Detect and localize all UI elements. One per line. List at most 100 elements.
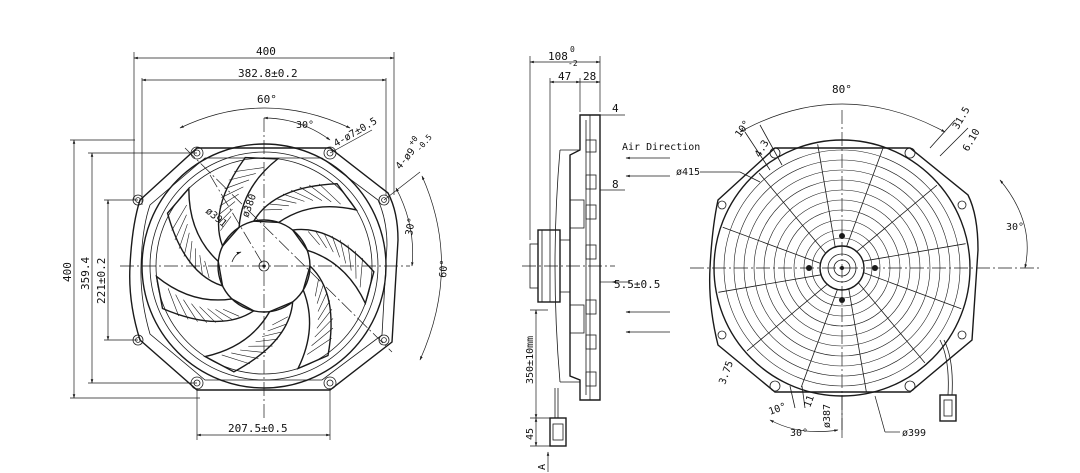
rear-dim-10-top: 10° [733, 119, 752, 140]
blade-hatch [204, 260, 210, 279]
rear-guard-spokes [718, 144, 966, 392]
dim-hole-small: 4-ø7±0.5 [332, 116, 379, 150]
rear-dim-10-bottom: 10° [767, 401, 788, 418]
guard-spoke [722, 226, 821, 264]
blade-hatch [174, 214, 187, 241]
blade-hatch [171, 204, 187, 231]
guard-ring [803, 229, 881, 307]
dim-hole-large-tol-lower: -0.5 [415, 133, 434, 154]
dim-boss: 5.5±0.5 [614, 278, 660, 291]
dim-overall-height: 400 [61, 262, 74, 282]
fan-blade [217, 156, 280, 248]
blade-hatch [282, 193, 305, 202]
guard-spoke [746, 284, 828, 352]
guard-spoke [846, 148, 884, 247]
blade-hatch [316, 309, 333, 329]
blade-hatch [199, 306, 216, 323]
rear-dim-387: ø387 [822, 404, 833, 428]
side-plug [549, 417, 567, 447]
front-view: 400 382.8±0.2 60° 30° 4-ø7±0.5 4-ø9 +0 -… [61, 45, 451, 440]
fan-blades [155, 156, 375, 373]
guard-ring [793, 219, 891, 317]
dim-depth-47: 47 [558, 70, 571, 83]
blade-hatch [167, 288, 179, 317]
blade-hatch [199, 255, 203, 275]
blade-hatch [224, 179, 250, 190]
side-view: 108 0 -2 47 28 4 8 Air Direction 5.5±0.5… [522, 45, 700, 472]
guard-spoke [858, 282, 926, 364]
fan-blade [291, 228, 375, 306]
dim-depth-tol-lower: -2 [568, 59, 578, 68]
dim-plug: 45 [525, 428, 536, 440]
blade-hatch [220, 216, 232, 231]
blade-hatch [267, 324, 286, 332]
guard-spoke [856, 184, 938, 252]
blade-hatch [222, 308, 240, 317]
blade-hatch [315, 231, 327, 249]
blade-hatch [191, 303, 207, 323]
blade-hatch [221, 186, 244, 198]
blade-hatch [234, 167, 264, 172]
rear-dim-30-bottom: 30° [790, 428, 808, 439]
blade-hatch [189, 240, 193, 264]
blade-hatch [178, 223, 188, 249]
side-frame [569, 114, 601, 401]
rear-dim-angle-top: 80° [832, 83, 852, 96]
fan-blade [296, 264, 332, 370]
rear-view: 80° ø415 10° 4.3 31.5 6.10 30° 3.75 10° … [676, 83, 1040, 439]
dim-8: 8 [612, 178, 619, 191]
marker-a: A [537, 464, 548, 470]
dim-depth-28: 28 [583, 70, 596, 83]
blade-hatch [290, 189, 314, 201]
dim-depth-tol-upper: 0 [570, 45, 575, 54]
air-direction-label: Air Direction [622, 142, 700, 153]
blade-hatch [207, 308, 225, 322]
blade-hatch [240, 349, 267, 353]
blade-hatch [359, 257, 363, 288]
dim-hole-large: 4-ø9 [394, 146, 418, 172]
rear-dim-315: 31.5 [951, 105, 973, 131]
blade-hatch [317, 300, 331, 320]
rear-plug [939, 394, 957, 422]
front-hub [217, 219, 311, 313]
fan-blade [203, 300, 294, 373]
blade-hatch [311, 327, 334, 347]
blade-hatch [307, 231, 320, 245]
blade-hatch [228, 173, 256, 181]
fan-blade [166, 186, 224, 287]
blade-hatch [275, 198, 297, 204]
blade-hatch [218, 201, 236, 215]
blade-hatch [183, 232, 190, 257]
blade-hatch [221, 354, 250, 365]
fan-blade [252, 182, 359, 224]
dim-angle-right-small: 30° [404, 217, 418, 237]
blade-hatch [175, 294, 189, 320]
guard-spoke [848, 288, 867, 392]
front-housing-outline [129, 147, 399, 391]
dim-ring-dia: ø380 [240, 193, 259, 219]
guard-ring [733, 159, 951, 377]
dim-overall-width: 400 [256, 45, 276, 58]
dim-4: 4 [612, 102, 619, 115]
blade-hatch [314, 278, 319, 297]
rear-hub [819, 245, 865, 291]
blade-hatch [262, 331, 283, 337]
guard-ring [773, 199, 911, 337]
front-outer-ring [141, 143, 387, 389]
blade-hatch [215, 309, 233, 320]
rear-dim-399: ø399 [902, 428, 926, 439]
blade-hatch [264, 208, 283, 211]
blade-hatch [255, 338, 279, 343]
blade-hatch [272, 316, 289, 326]
rear-housing-outline [709, 147, 979, 393]
guard-ring [783, 209, 901, 327]
blade-hatch [231, 352, 259, 359]
blade-hatch [269, 203, 289, 207]
blade-hatch [299, 186, 323, 201]
blade-hatch [183, 299, 198, 322]
rear-dim-angle-right: 30° [1006, 222, 1024, 233]
guard-spoke [862, 243, 966, 262]
rear-dim-610: 6.10 [961, 127, 983, 153]
blade-hatch [307, 337, 332, 355]
guard-spoke [817, 144, 836, 248]
